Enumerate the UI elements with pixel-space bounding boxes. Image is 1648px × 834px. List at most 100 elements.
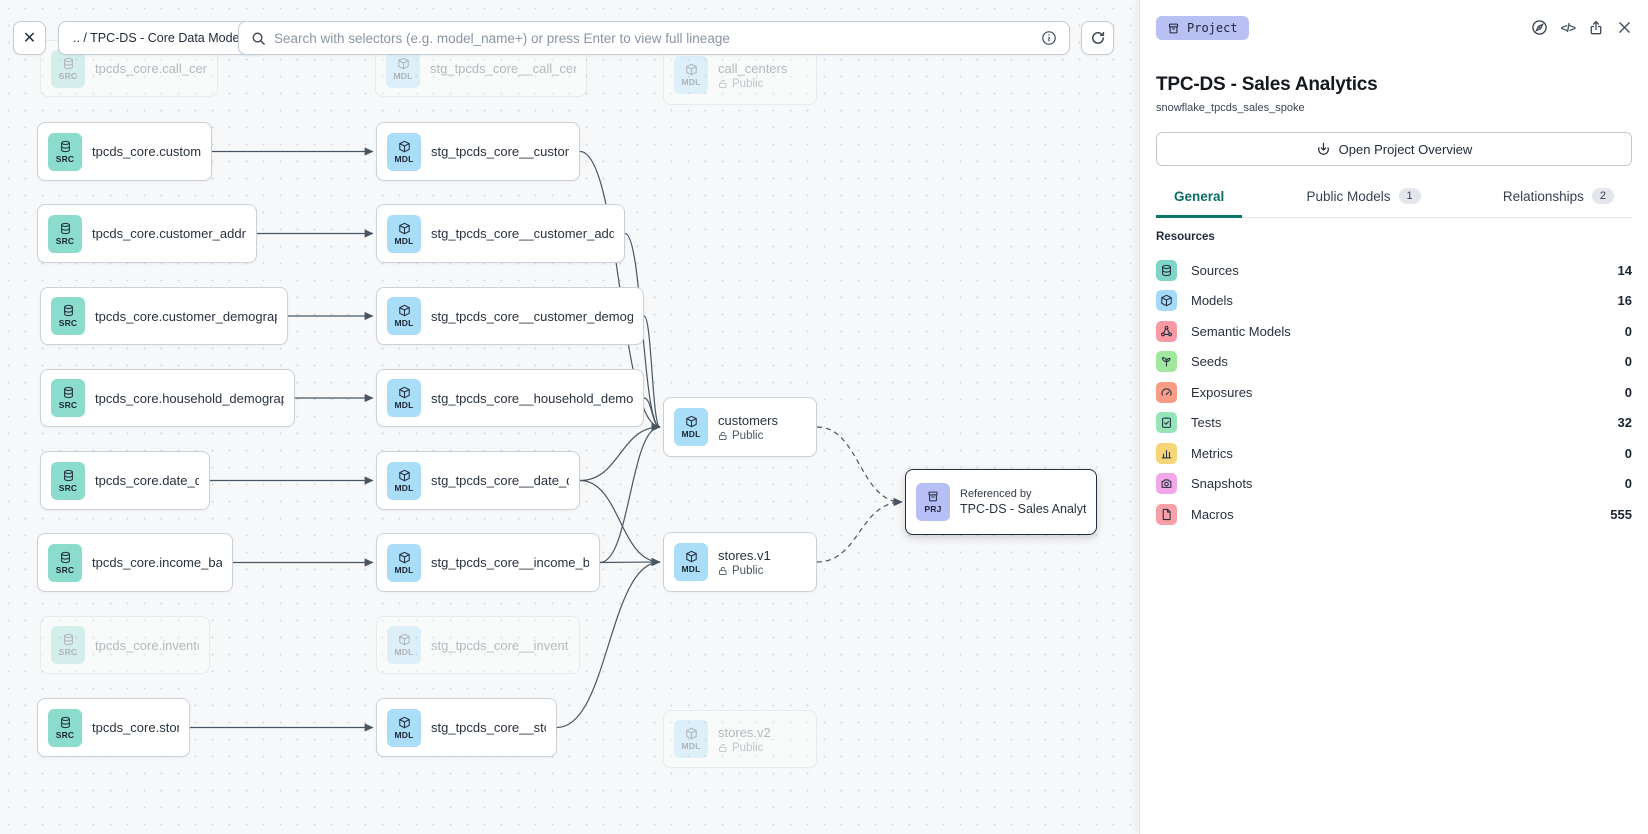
node-label: stg_tpcds_core__customer_demogra…	[431, 309, 633, 324]
resource-count: 0	[1625, 446, 1632, 461]
resource-count: 0	[1625, 324, 1632, 339]
node-label: stg_tpcds_core__customer	[431, 144, 569, 159]
graph-node-prj_sales_analytics[interactable]: PRJ Referenced by TPC-DS - Sales Analytics	[905, 469, 1097, 535]
node-label: tpcds_core.store	[92, 720, 179, 735]
lock-open-icon	[718, 431, 728, 441]
node-text: stg_tpcds_core__household_demogr…	[431, 391, 633, 406]
refresh-button[interactable]	[1081, 21, 1114, 55]
open-project-overview-button[interactable]: Open Project Overview	[1156, 132, 1632, 166]
graph-node-src_household_demographics[interactable]: SRC tpcds_core.household_demographics	[40, 369, 295, 427]
project-type-badge: Project	[1156, 16, 1249, 40]
node-label: stg_tpcds_core__customer_address	[431, 226, 614, 241]
node-label: tpcds_core.inventory	[95, 638, 199, 653]
compass-icon[interactable]	[1531, 19, 1548, 36]
tab-public-models[interactable]: Public Models1	[1288, 188, 1438, 218]
resource-label: Exposures	[1191, 385, 1611, 400]
resource-row-tests[interactable]: Tests32	[1156, 408, 1632, 439]
graph-node-mdl_store[interactable]: MDLstg_tpcds_core__store	[376, 698, 557, 757]
semantic-graph-icon	[1156, 321, 1177, 342]
edge-mdl_income_band-to-mdl_customers	[600, 427, 660, 563]
node-visibility: Public	[718, 565, 771, 577]
database-icon: SRC	[51, 626, 85, 664]
resource-row-sources[interactable]: Sources14	[1156, 255, 1632, 286]
cube-icon: MDL	[674, 408, 708, 446]
close-lineage-button[interactable]: ✕	[13, 21, 46, 55]
graph-node-mdl_stores_v1[interactable]: MDLstores.v1Public	[663, 532, 817, 592]
node-label: stores.v2	[718, 725, 771, 740]
database-icon: SRC	[48, 709, 82, 747]
project-badge-label: Project	[1187, 21, 1238, 35]
node-text: stg_tpcds_core__customer_address	[431, 226, 614, 241]
info-icon[interactable]	[1041, 30, 1057, 46]
graph-node-mdl_customers[interactable]: MDLcustomersPublic	[663, 397, 817, 457]
resource-row-seeds[interactable]: Seeds0	[1156, 347, 1632, 378]
node-label: tpcds_core.call_center	[95, 61, 207, 76]
resource-label: Snapshots	[1191, 476, 1611, 491]
tab-relationships[interactable]: Relationships2	[1485, 188, 1632, 218]
close-icon: ✕	[23, 28, 36, 48]
lineage-search-bar[interactable]	[238, 21, 1070, 55]
graph-node-mdl_income_band[interactable]: MDLstg_tpcds_core__income_band	[376, 533, 600, 592]
cube-icon: MDL	[387, 297, 421, 335]
gauge-icon	[1156, 382, 1177, 403]
search-input[interactable]	[274, 31, 1033, 46]
resource-row-macros[interactable]: Macros555	[1156, 499, 1632, 530]
node-text: tpcds_core.customer_demographics	[95, 309, 277, 324]
cube-icon: MDL	[674, 56, 708, 94]
resource-label: Semantic Models	[1191, 324, 1611, 339]
graph-node-src_customer[interactable]: SRCtpcds_core.customer	[37, 122, 212, 181]
graph-node-src_income_band[interactable]: SRCtpcds_core.income_band	[37, 533, 233, 592]
graph-node-src_date_dim[interactable]: SRCtpcds_core.date_dim	[40, 451, 210, 510]
graph-node-src_customer_demographics[interactable]: SRCtpcds_core.customer_demographics	[40, 287, 288, 345]
graph-node-src_customer_address[interactable]: SRCtpcds_core.customer_address	[37, 204, 257, 263]
resource-label: Tests	[1191, 415, 1604, 430]
share-icon[interactable]	[1588, 20, 1604, 36]
graph-node-mdl_inventory[interactable]: MDLstg_tpcds_core__inventory	[376, 616, 580, 674]
breadcrumb[interactable]: .. / TPC-DS - Core Data Models	[58, 21, 264, 55]
node-text: stg_tpcds_core__date_dim	[431, 473, 569, 488]
database-icon: SRC	[51, 379, 85, 417]
clipboard-check-icon	[1156, 412, 1177, 433]
refresh-icon	[1090, 30, 1106, 46]
tab-general[interactable]: General	[1156, 188, 1242, 218]
graph-node-mdl_date_dim[interactable]: MDL stg_tpcds_core__date_dim	[376, 451, 580, 510]
search-icon	[251, 31, 266, 46]
resource-row-snapshots[interactable]: Snapshots0	[1156, 469, 1632, 500]
node-referenced-by: Referenced by	[960, 488, 1086, 500]
cube-icon	[1156, 290, 1177, 311]
edge-mdl_stores_v1-to-prj_sales_analytics	[817, 502, 902, 562]
node-text: stg_tpcds_core__store	[431, 720, 546, 735]
resource-row-models[interactable]: Models16	[1156, 286, 1632, 317]
close-panel-icon[interactable]	[1617, 20, 1632, 35]
lock-open-icon	[718, 743, 728, 753]
resource-label: Macros	[1191, 507, 1596, 522]
resource-row-metrics[interactable]: Metrics0	[1156, 438, 1632, 469]
graph-node-src_store[interactable]: SRC tpcds_core.store	[37, 698, 190, 757]
open-overview-icon	[1316, 142, 1331, 157]
graph-node-mdl_stores_v2[interactable]: MDLstores.v2Public	[663, 710, 817, 768]
graph-node-mdl_household_demographics[interactable]: MDLstg_tpcds_core__household_demogr…	[376, 369, 644, 427]
graph-node-mdl_customer_address[interactable]: MDLstg_tpcds_core__customer_address	[376, 204, 625, 263]
resource-row-semantic-models[interactable]: Semantic Models 0	[1156, 316, 1632, 347]
database-icon: SRC	[48, 544, 82, 582]
node-text: tpcds_core.customer	[92, 144, 201, 159]
resource-count: 14	[1618, 263, 1632, 278]
node-text: stg_tpcds_core__call_center	[430, 61, 576, 76]
archive-icon: PRJ	[916, 483, 950, 521]
graph-node-mdl_customer_demographics[interactable]: MDL stg_tpcds_core__customer_demogra…	[376, 287, 644, 345]
lineage-canvas[interactable]: SRCtpcds_core.call_centerMDLstg_tpcds_co…	[0, 0, 1139, 834]
resource-row-exposures[interactable]: Exposures0	[1156, 377, 1632, 408]
node-label: stg_tpcds_core__store	[431, 720, 546, 735]
details-panel-header: Project </>	[1156, 16, 1632, 40]
node-label: TPC-DS - Sales Analytics	[960, 502, 1086, 516]
database-icon: SRC	[48, 215, 82, 253]
graph-node-mdl_customer[interactable]: MDLstg_tpcds_core__customer	[376, 122, 580, 181]
code-icon[interactable]: </>	[1561, 21, 1575, 35]
node-text: tpcds_core.inventory	[95, 638, 199, 653]
resource-count: 0	[1625, 354, 1632, 369]
node-label: tpcds_core.household_demographics	[95, 391, 284, 406]
database-icon: SRC	[51, 50, 85, 88]
cube-icon: MDL	[387, 462, 421, 500]
edge-mdl_customers-to-prj_sales_analytics	[817, 427, 902, 502]
graph-node-src_inventory[interactable]: SRC tpcds_core.inventory	[40, 616, 210, 674]
